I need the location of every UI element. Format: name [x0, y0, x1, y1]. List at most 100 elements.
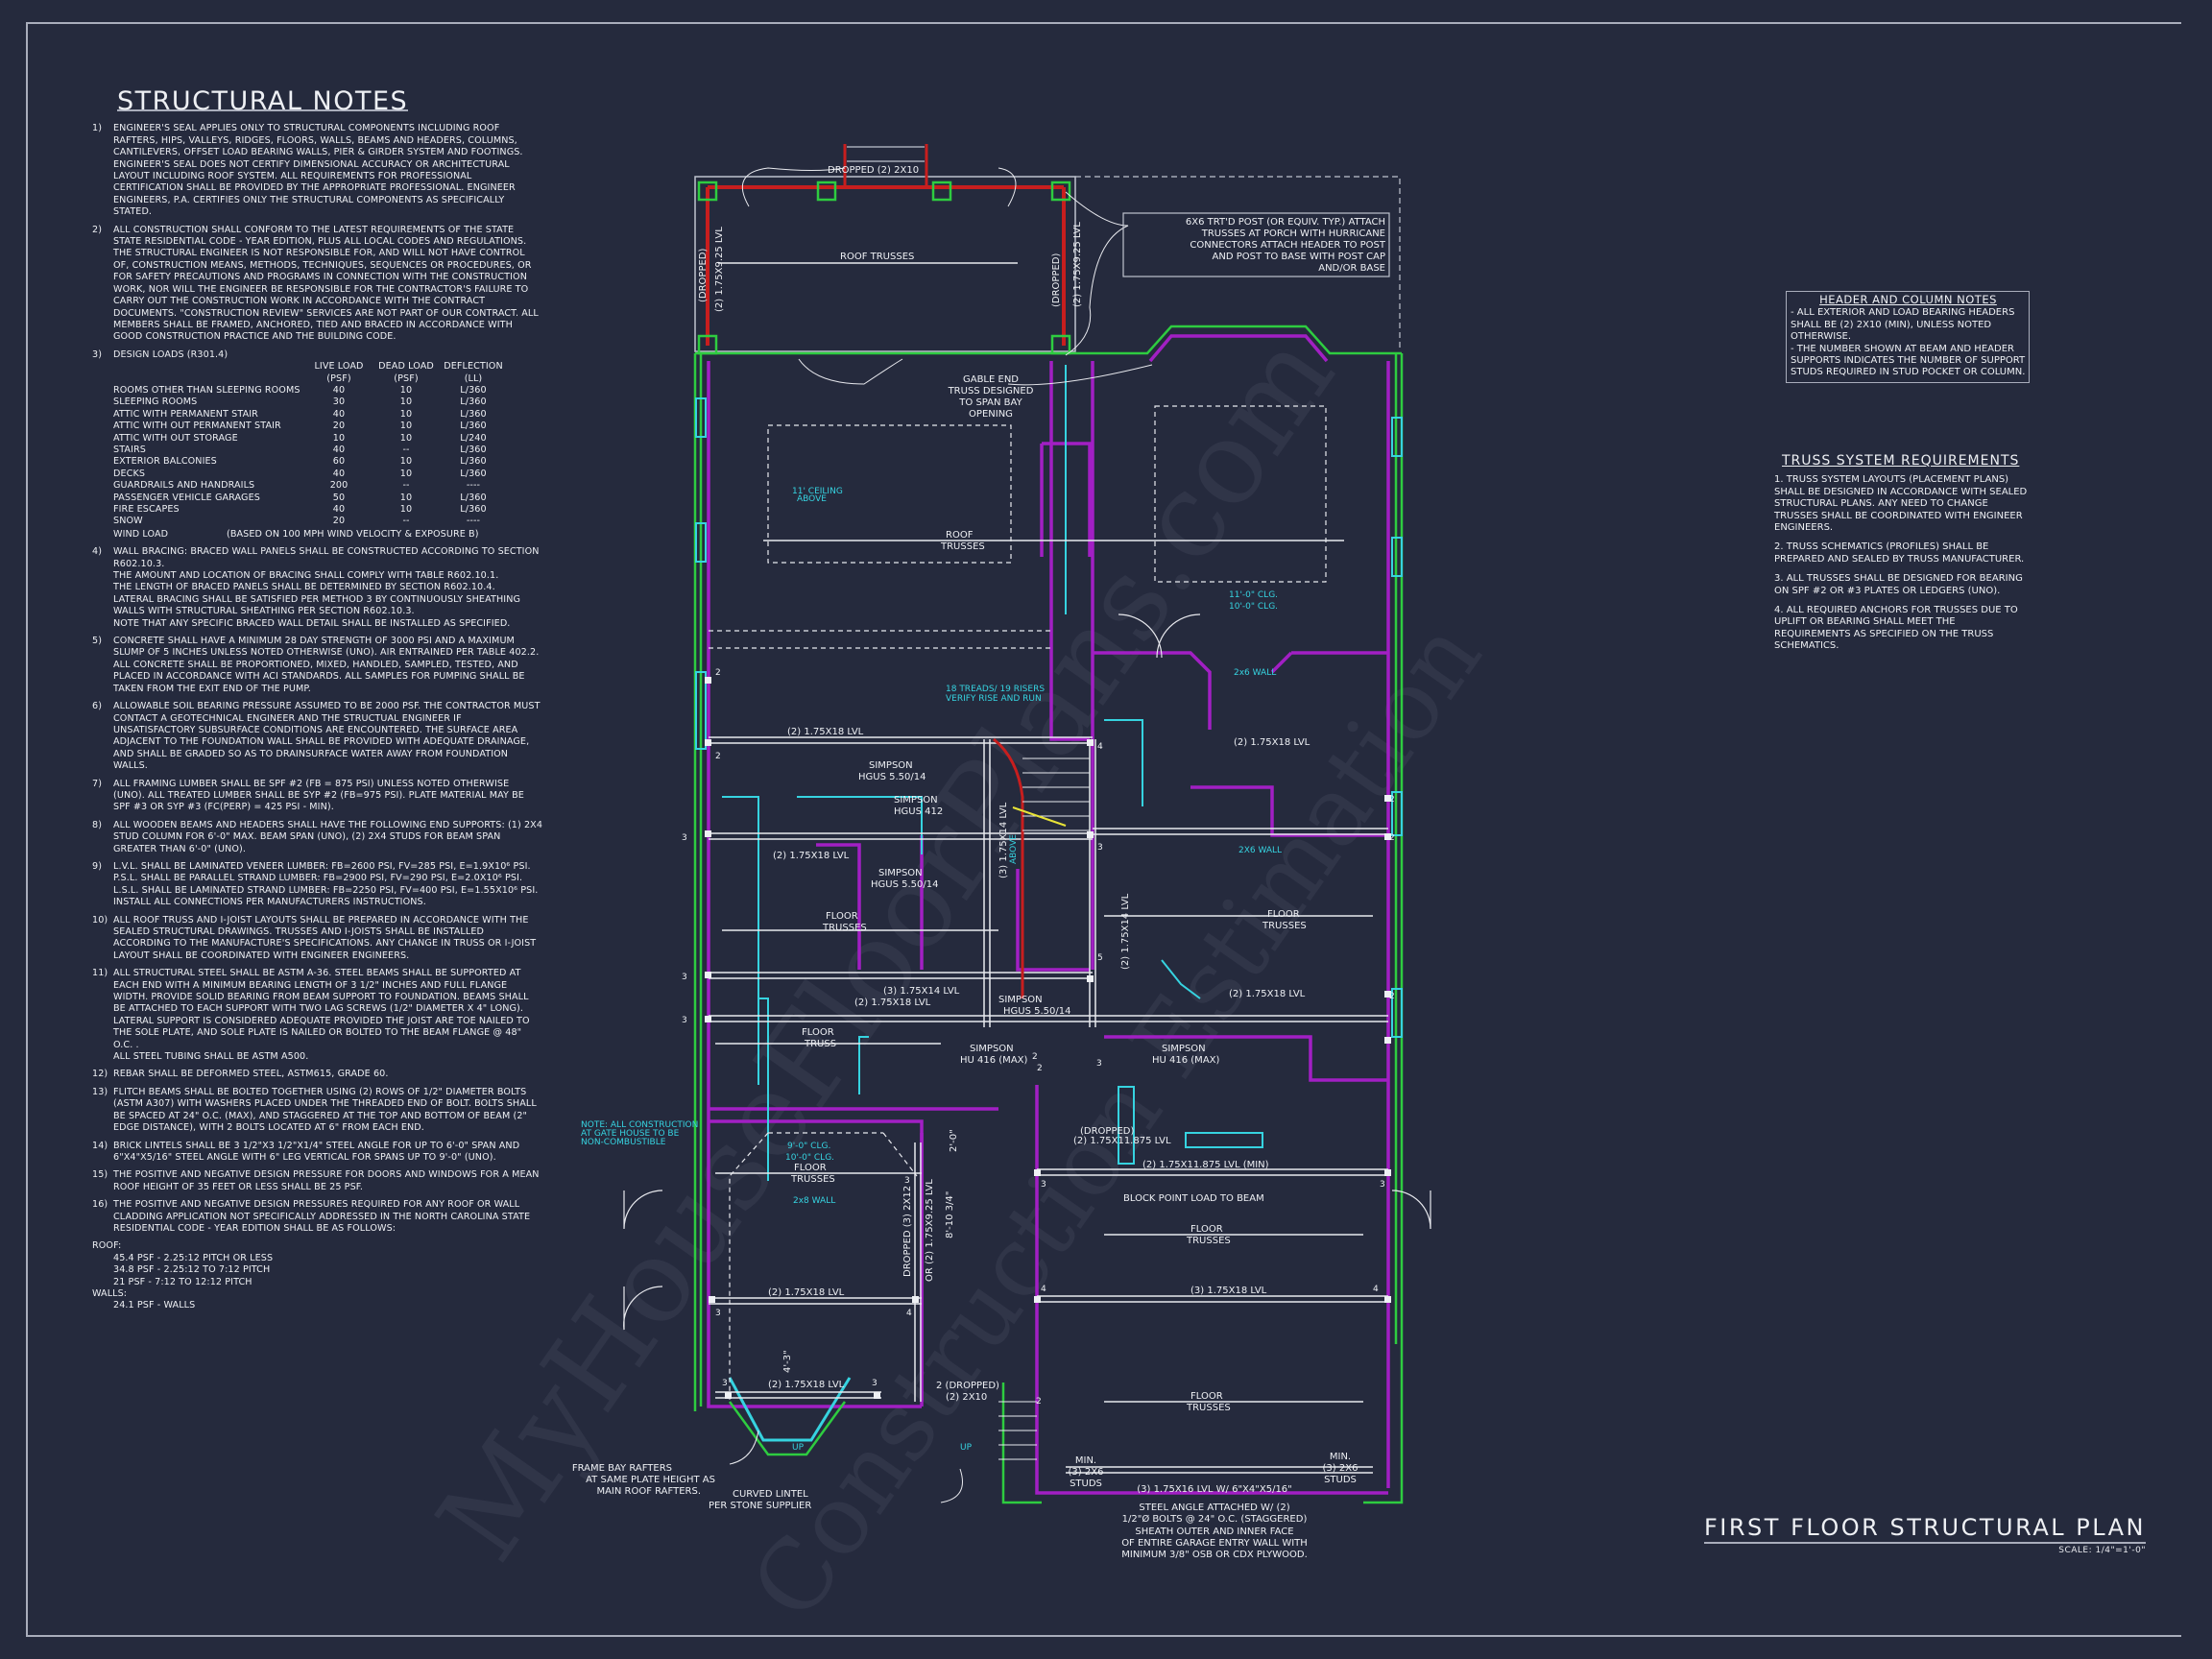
svg-text:DROPPED (3) 2x12: DROPPED (3) 2x12 — [902, 1186, 913, 1277]
design-loads: 3) DESIGN LOADS (R301.4) LIVE LOAD (PSF)… — [92, 349, 543, 541]
svg-text:FLOOR: FLOOR — [826, 911, 858, 922]
svg-text:TRUSSES: TRUSSES — [940, 541, 985, 552]
svg-text:SIMPSON: SIMPSON — [894, 795, 938, 805]
svg-text:18 TREADS/ 19 RISERS: 18 TREADS/ 19 RISERS — [946, 685, 1045, 694]
svg-text:(2) 1.75x18 LVL: (2) 1.75x18 LVL — [768, 1380, 845, 1390]
header-column-notes-title: HEADER AND COLUMN NOTES — [1819, 293, 1997, 306]
svg-text:(2) 1.75x14 LVL: (2) 1.75x14 LVL — [1120, 893, 1131, 970]
label-porch-right-beam: (2) 1.75x9.25 LVL — [1072, 222, 1083, 307]
svg-text:(2) 1.75x18 LVL: (2) 1.75x18 LVL — [768, 1287, 845, 1298]
structural-note-item: 4)WALL BRACING: BRACED WALL PANELS SHALL… — [92, 546, 540, 629]
svg-text:FLOOR: FLOOR — [794, 1163, 827, 1173]
svg-text:TRUSS: TRUSS — [804, 1039, 836, 1049]
truss-requirements-title: TRUSS SYSTEM REQUIREMENTS — [1782, 453, 2020, 469]
svg-text:2X6 WALL: 2X6 WALL — [1238, 846, 1282, 855]
structural-note-item: 13)FLITCH BEAMS SHALL BE BOLTED TOGETHER… — [92, 1086, 537, 1134]
structural-note-item: 12)REBAR SHALL BE DEFORMED STEEL, ASTM61… — [92, 1069, 389, 1080]
svg-text:3: 3 — [1041, 1180, 1046, 1190]
drawing-scale: SCALE: 1/4"=1'-0" — [2058, 1546, 2146, 1555]
svg-text:2: 2 — [1036, 1397, 1042, 1407]
svg-text:SIMPSON: SIMPSON — [1162, 1044, 1206, 1054]
svg-text:(3) 1.75x14 LVL: (3) 1.75x14 LVL — [998, 802, 1009, 878]
svg-text:NON-COMBUSTIBLE: NON-COMBUSTIBLE — [581, 1138, 666, 1147]
svg-text:3: 3 — [1380, 1180, 1385, 1190]
svg-text:FLOOR: FLOOR — [1190, 1391, 1223, 1402]
svg-text:(2) 1.75x18 LVL: (2) 1.75x18 LVL — [1229, 989, 1306, 999]
structural-note-item: 11)ALL STRUCTURAL STEEL SHALL BE ASTM A-… — [92, 968, 530, 1063]
structural-note-item: 14)BRICK LINTELS SHALL BE 3 1/2"x3 1/2"x… — [92, 1140, 520, 1163]
svg-text:FLOOR: FLOOR — [1190, 1224, 1223, 1235]
label-porch-left-beam: (2) 1.75x9.25 LVL — [714, 227, 725, 312]
svg-text:UP: UP — [960, 1443, 973, 1453]
design-loads-table: LIVE LOAD (PSF)DEAD LOAD (PSF)DEFLECTION… — [113, 361, 507, 528]
svg-text:BLOCK POINT LOAD TO BEAM: BLOCK POINT LOAD TO BEAM — [1123, 1193, 1264, 1204]
gable-end-note: GABLE END TRUSS DESIGNED TO SPAN BAY OPE… — [948, 374, 1034, 420]
svg-text:TRUSSES: TRUSSES — [1262, 921, 1307, 931]
svg-text:MIN.: MIN. — [1075, 1455, 1096, 1466]
frame-bay-note: FRAME BAY RAFTERS AT SAME PLATE HEIGHT A… — [572, 1463, 715, 1497]
svg-text:TRUSSES AT PORCH WITH HURRICAN: TRUSSES AT PORCH WITH HURRICANE — [1201, 228, 1385, 239]
svg-text:FLOOR: FLOOR — [1267, 909, 1300, 920]
structural-note-item: 10)ALL ROOF TRUSS AND I-JOIST LAYOUTS SH… — [92, 914, 537, 961]
svg-text:2x8 WALL: 2x8 WALL — [793, 1196, 835, 1206]
svg-text:STUDS: STUDS — [1324, 1475, 1357, 1485]
svg-text:2: 2 — [1389, 795, 1395, 805]
svg-text:AT SAME PLATE HEIGHT AS: AT SAME PLATE HEIGHT AS — [586, 1475, 715, 1485]
svg-text:4: 4 — [1041, 1285, 1046, 1294]
header-column-notes: HEADER AND COLUMN NOTES - ALL EXTERIOR A… — [1786, 291, 2030, 383]
drawing-frame-bottom — [27, 1635, 2181, 1637]
svg-text:3: 3 — [1096, 1059, 1102, 1069]
svg-text:(2) 2x10: (2) 2x10 — [946, 1392, 987, 1403]
svg-text:2: 2 — [1389, 833, 1395, 843]
svg-text:TRUSS DESIGNED: TRUSS DESIGNED — [948, 386, 1034, 397]
svg-text:(2) 1.75x18 LVL: (2) 1.75x18 LVL — [787, 727, 864, 737]
svg-text:PER STONE SUPPLIER: PER STONE SUPPLIER — [709, 1501, 811, 1511]
svg-text:NOTE: ALL CONSTRUCTION: NOTE: ALL CONSTRUCTION — [581, 1120, 698, 1130]
svg-text:HGUS 5.50/14: HGUS 5.50/14 — [871, 879, 938, 890]
svg-text:(2) 1.75x18 LVL: (2) 1.75x18 LVL — [854, 998, 931, 1008]
svg-text:(2) 1.75x11.875 LVL: (2) 1.75x11.875 LVL — [1073, 1136, 1171, 1146]
svg-text:OF ENTIRE GARAGE ENTRY WALL WI: OF ENTIRE GARAGE ENTRY WALL WITH — [1121, 1538, 1308, 1549]
svg-text:8'-10 3/4": 8'-10 3/4" — [945, 1191, 955, 1238]
svg-text:2: 2 — [1032, 1052, 1038, 1062]
svg-text:3: 3 — [682, 833, 687, 843]
label-roof-trusses-porch: ROOF TRUSSES — [840, 252, 914, 262]
svg-text:MAIN ROOF RAFTERS.: MAIN ROOF RAFTERS. — [596, 1486, 701, 1497]
svg-text:3: 3 — [872, 1379, 878, 1388]
svg-text:MIN.: MIN. — [1330, 1452, 1351, 1462]
drawing-frame-top — [27, 22, 2181, 24]
svg-text:CONNECTORS ATTACH HEADER TO PO: CONNECTORS ATTACH HEADER TO POST — [1190, 240, 1385, 251]
label-porch-right-dropped: (DROPPED) — [1051, 253, 1062, 308]
svg-text:(3) 1.75x18 LVL: (3) 1.75x18 LVL — [1190, 1286, 1267, 1296]
svg-text:HGUS 5.50/14: HGUS 5.50/14 — [1003, 1006, 1070, 1017]
svg-text:HGUS 5.50/14: HGUS 5.50/14 — [858, 772, 926, 782]
svg-text:STUDS: STUDS — [1070, 1479, 1102, 1489]
svg-text:VERIFY RISE AND RUN: VERIFY RISE AND RUN — [946, 694, 1042, 704]
svg-text:SIMPSON: SIMPSON — [869, 760, 913, 771]
svg-text:10'-0" CLG.: 10'-0" CLG. — [785, 1153, 834, 1163]
label-dropped-header: DROPPED (2) 2x10 — [828, 165, 919, 176]
svg-text:5: 5 — [1097, 953, 1103, 963]
svg-text:(3) 1.75x16 LVL w/ 6"x4"x5/16": (3) 1.75x16 LVL w/ 6"x4"x5/16" — [1137, 1484, 1292, 1495]
svg-text:3: 3 — [1097, 843, 1103, 853]
svg-text:11' CEILING: 11' CEILING — [792, 487, 843, 496]
svg-text:3: 3 — [715, 1309, 721, 1318]
drawing-title: FIRST FLOOR STRUCTURAL PLAN — [1704, 1514, 2146, 1544]
svg-text:(2) 1.75x11.875 LVL (MIN): (2) 1.75x11.875 LVL (MIN) — [1142, 1160, 1269, 1170]
drawing-frame-left — [26, 22, 28, 1637]
svg-text:4'-3": 4'-3" — [782, 1350, 793, 1373]
truss-system-requirements: TRUSS SYSTEM REQUIREMENTS 1. TRUSS SYSTE… — [1774, 453, 2033, 661]
svg-text:2: 2 — [715, 752, 721, 761]
structural-note-item: 5)CONCRETE SHALL HAVE A MINIMUM 28 DAY S… — [92, 636, 540, 694]
svg-text:2: 2 — [715, 668, 721, 678]
svg-text:2: 2 — [1037, 1064, 1043, 1073]
